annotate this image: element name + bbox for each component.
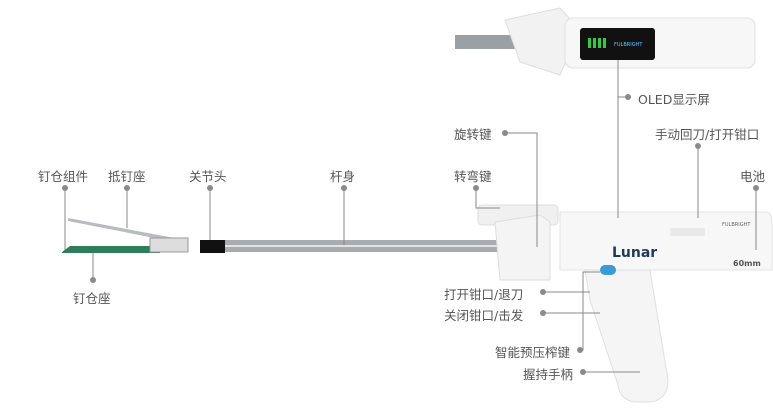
handle-body: Lunar 60mm FULBRIGHT bbox=[477, 204, 773, 403]
label-articulation-joint: 关节头 bbox=[189, 169, 227, 184]
top-view-handle: FULBRIGHT bbox=[455, 7, 756, 76]
label-cartridge-seat: 钉仓座 bbox=[73, 291, 111, 306]
label-battery: 电池 bbox=[740, 169, 766, 184]
label-manual-retract: 手动回刀/打开钳口 bbox=[655, 127, 760, 142]
leader-lines bbox=[64, 60, 757, 373]
label-grip-handle: 握持手柄 bbox=[523, 367, 574, 382]
size-label: 60mm bbox=[733, 259, 761, 268]
label-oled-display: OLED显示屏 bbox=[638, 92, 710, 107]
label-anvil: 抵钉座 bbox=[108, 169, 146, 184]
oled-battery-icon bbox=[588, 38, 606, 48]
label-shaft: 杆身 bbox=[330, 169, 356, 184]
label-smart-precompression-key: 智能预压榨键 bbox=[495, 345, 571, 360]
precompression-button bbox=[600, 265, 616, 275]
handle-brand: FULBRIGHT bbox=[722, 222, 751, 228]
cartridge bbox=[62, 246, 160, 253]
oled-brand: FULBRIGHT bbox=[614, 42, 643, 48]
end-effector bbox=[62, 218, 505, 253]
model-name: Lunar bbox=[612, 245, 657, 261]
leader-dots bbox=[62, 94, 759, 375]
joint-band bbox=[200, 240, 225, 253]
label-rotation-key: 旋转键 bbox=[454, 127, 492, 142]
label-articulation-key: 转弯键 bbox=[454, 169, 492, 184]
top-view-shaft bbox=[455, 35, 525, 49]
label-close-jaw-fire: 关闭钳口/击发 bbox=[444, 308, 524, 323]
label-open-jaw-retract: 打开钳口/退刀 bbox=[444, 287, 524, 302]
label-staple-cartridge-assembly: 钉仓组件 bbox=[38, 169, 89, 184]
oled-screen bbox=[580, 28, 655, 60]
